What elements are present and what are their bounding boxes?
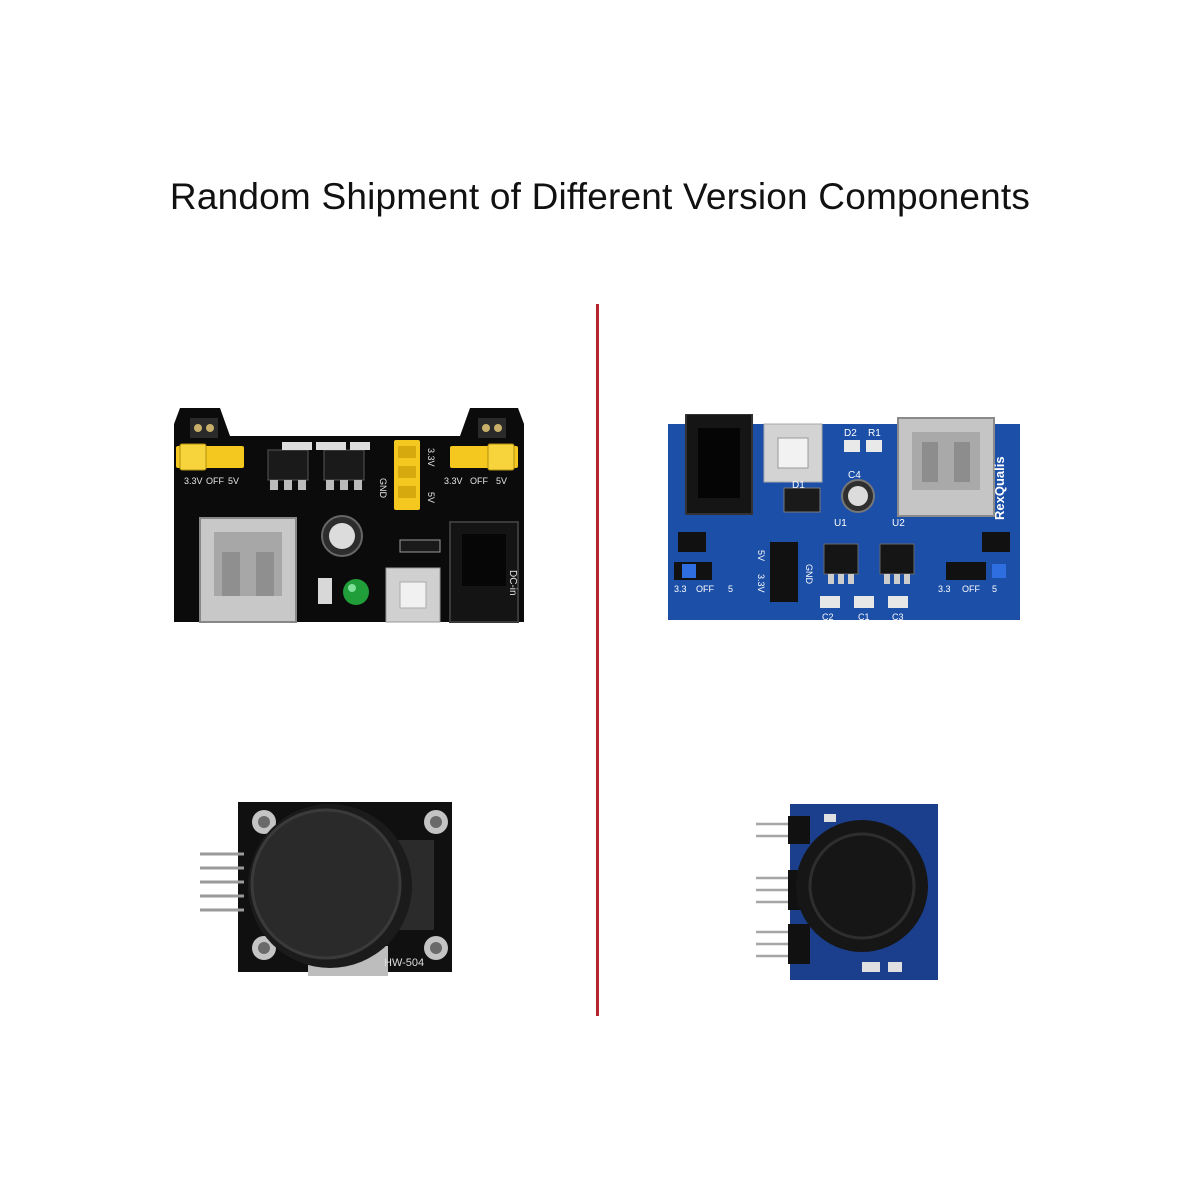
red-divider-line — [596, 304, 599, 1016]
black-module-label-dc-in: DC-in — [507, 570, 518, 596]
blue-module-label-c3: C3 — [892, 612, 904, 622]
blue-joystick-module-photo — [752, 804, 942, 982]
blue-module-label-r1: R1 — [868, 428, 881, 439]
black-module-label-5v-left: 5V — [228, 476, 239, 486]
black-module-label-off-left: OFF — [206, 476, 224, 486]
black-joystick-model-label: HW-504 — [384, 957, 424, 969]
blue-module-label-c2: C2 — [822, 612, 834, 622]
blue-module-label-d2: D2 — [844, 428, 857, 439]
headline: Random Shipment of Different Version Com… — [169, 176, 1031, 217]
blue-module-label-u2: U2 — [892, 518, 905, 529]
blue-module-label-right-off: OFF — [962, 584, 980, 594]
blue-module-label-c4: C4 — [848, 470, 861, 481]
blue-module-label-33v: 3.3V — [756, 574, 766, 593]
blue-module-label-u1: U1 — [834, 518, 847, 529]
black-joystick-module-photo: HW-504 — [198, 796, 458, 980]
black-module-label-33v-center: 3.3V — [426, 448, 436, 467]
black-module-label-5v-center: 5V — [426, 492, 436, 503]
blue-module-label-left-33: 3.3 — [674, 584, 687, 594]
black-module-label-33v-right: 3.3V — [444, 476, 463, 486]
black-module-label-gnd: GND — [378, 478, 388, 499]
blue-module-brand: RexQualis — [992, 456, 1007, 520]
blue-module-label-left-5: 5 — [728, 584, 733, 594]
blue-module-label-d1: D1 — [792, 480, 805, 491]
blue-module-label-right-33: 3.3 — [938, 584, 951, 594]
black-module-label-5v-right: 5V — [496, 476, 507, 486]
blue-module-label-right-5: 5 — [992, 584, 997, 594]
blue-module-label-5v: 5V — [756, 550, 766, 561]
black-power-module-photo: 3.3V OFF 5V GND 3.3V 5V 3.3V OFF 5V DC-i… — [170, 404, 526, 626]
blue-module-label-gnd: GND — [804, 564, 814, 585]
black-module-label-off-right: OFF — [470, 476, 488, 486]
blue-module-label-c1: C1 — [858, 612, 870, 622]
black-module-label-33v: 3.3V — [184, 476, 203, 486]
blue-module-label-left-off: OFF — [696, 584, 714, 594]
blue-power-module-photo: RexQualis D2 R1 C4 D1 U1 U2 5V GND 3.3V … — [666, 413, 1022, 626]
